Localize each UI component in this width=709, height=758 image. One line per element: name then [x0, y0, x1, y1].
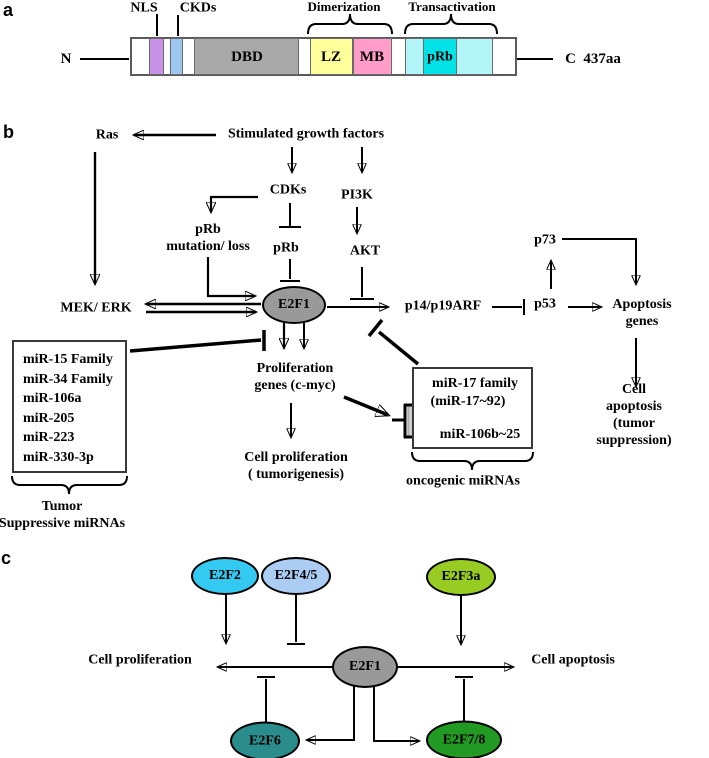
e2f1-node-b: E2F1 — [262, 286, 326, 324]
transactivation-label: Transactivation — [408, 0, 496, 15]
e2f1-node-c: E2F1 — [332, 646, 398, 688]
oncogenic-box-line1: miR-17 family — [432, 376, 518, 391]
ckds-domain-segment — [170, 38, 183, 75]
e2f3a-node: E2F3a — [426, 558, 496, 596]
prb-mutation-node: pRb mutation/ loss — [166, 221, 250, 254]
mirna-list-item: miR-34 Family — [23, 371, 113, 387]
mb-domain-segment — [353, 38, 392, 75]
oncogenic-box-line3: miR-106b~25 — [439, 427, 521, 442]
cell-proliferation-node: Cell proliferation ( tumorigenesis) — [244, 449, 348, 482]
panel-a-letter: a — [3, 0, 14, 20]
cell-apoptosis-node: Cell apoptosis (tumor suppression) — [596, 381, 672, 449]
cell-apoptosis-label-c: Cell apoptosis — [531, 652, 615, 668]
e2f6-node: E2F6 — [230, 721, 300, 758]
n-terminus-label: N — [60, 50, 72, 67]
arrow-p73-to-apoptosis-genes — [562, 238, 636, 284]
cell-proliferation-label-c: Cell proliferation — [88, 652, 192, 668]
p73-node: p73 — [534, 232, 556, 248]
dimerization-label: Dimerization — [307, 0, 381, 15]
e2f45-node: E2F4/5 — [261, 557, 331, 595]
e2f78-node: E2F7/8 — [426, 720, 502, 758]
dimerization-brace — [307, 13, 393, 35]
oncogenic-caption: oncogenic miRNAs — [406, 473, 520, 489]
tumor-suppressive-mirna-box: miR-15 Family miR-34 Family miR-106a miR… — [12, 340, 127, 473]
tumor-suppressive-underbrace — [11, 475, 128, 495]
arrow-prb-mutation-to-e2f1 — [206, 257, 255, 296]
e2f3a-node-label: E2F3a — [441, 569, 481, 584]
e2f2-node-label: E2F2 — [209, 568, 241, 583]
prb-binding-segment — [423, 38, 457, 75]
inhibit-suppressive-mirnas-line — [129, 338, 262, 353]
ckds-label: CKDs — [179, 0, 217, 16]
mirna-list-item: miR-205 — [23, 410, 75, 426]
tumor-suppressive-caption: Tumor Suppressive miRNAs — [0, 498, 126, 531]
mek-erk-node: MEK/ ERK — [60, 300, 132, 316]
e2f6-node-label: E2F6 — [249, 733, 281, 748]
p14-p19arf-node: p14/p19ARF — [404, 298, 482, 314]
e2f1-node-b-label: E2F1 — [278, 297, 310, 312]
e2f1-node-c-label: E2F1 — [349, 659, 381, 674]
mirna-list-item: miR-330-3p — [23, 449, 94, 465]
panel-b-letter: b — [3, 122, 14, 142]
arrow-cdks-to-prb-mutation — [211, 195, 258, 212]
mirna-list-item: miR-15 Family — [23, 352, 113, 367]
protein-domain-bar — [130, 37, 517, 76]
cdks-node: CDKs — [269, 182, 307, 198]
p53-node: p53 — [534, 296, 556, 312]
pi3k-node: PI3K — [341, 187, 373, 203]
arrow-e2f1-to-e2f6 — [307, 686, 355, 740]
growth-factors-node: Stimulated growth factors — [227, 126, 385, 142]
mirna-list-item: miR-223 — [23, 430, 75, 445]
oncogenic-box-line2: (miR-17~92) — [430, 394, 506, 409]
inhibit-oncogenic-mirnas-tbar — [367, 318, 384, 338]
oncogenic-underbrace — [411, 451, 534, 471]
nls-domain-segment — [149, 38, 164, 75]
proliferation-genes-node: Proliferation genes (c-myc) — [254, 360, 336, 393]
oncogenic-mirna-box: miR-17 family (miR-17~92) miR-106b~25 — [412, 367, 533, 449]
dbd-domain-segment — [194, 38, 299, 75]
prb-binding-label: pRb — [427, 49, 453, 65]
transactivation-brace — [404, 13, 498, 35]
akt-node: AKT — [349, 243, 381, 259]
prb-node: pRb — [273, 240, 299, 256]
e2f45-node-label: E2F4/5 — [274, 568, 318, 583]
inhibit-oncogenic-mirnas-line — [377, 330, 420, 366]
lz-domain-segment — [310, 38, 353, 75]
nls-label: NLS — [130, 0, 158, 16]
apoptosis-genes-node: Apoptosis genes — [612, 296, 672, 329]
panel-c-letter: c — [1, 548, 12, 568]
arrow-e2f1-to-e2f78 — [373, 686, 419, 741]
dbd-label: DBD — [231, 48, 263, 65]
e2f78-node-label: E2F7/8 — [442, 732, 486, 747]
mb-label: MB — [359, 48, 385, 65]
arrow-cmyc-to-oncogenic-mirnas — [343, 395, 388, 415]
mirna-list-item: miR-106a — [23, 391, 82, 406]
ras-node: Ras — [95, 127, 119, 143]
lz-label: LZ — [320, 48, 342, 65]
e2f2-node: E2F2 — [191, 557, 259, 595]
c-terminus-label: C 437aa — [565, 50, 621, 67]
